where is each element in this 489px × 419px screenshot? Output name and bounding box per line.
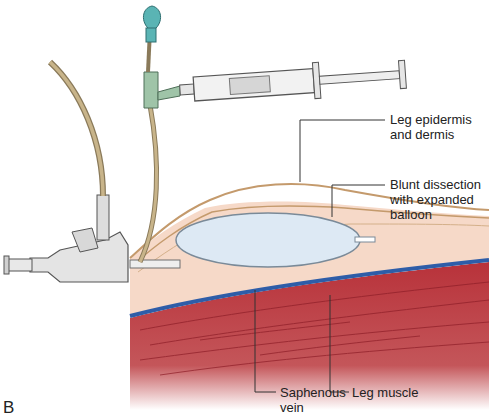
balloon-tip [355, 237, 375, 242]
inflation-tube [140, 105, 157, 262]
insufflation-tube [50, 62, 103, 196]
leader-line [300, 120, 385, 182]
cannula-cap [4, 256, 9, 274]
handle-grip [72, 228, 98, 252]
cannula-shaft [130, 260, 180, 268]
layer-label: Leg epidermis and dermis [390, 112, 486, 142]
y-connector [144, 72, 158, 108]
leader-line [255, 290, 276, 392]
saphenous-vein [130, 260, 489, 316]
leader-line [332, 185, 385, 217]
leader-lines [255, 120, 385, 392]
y-connector-arm [158, 86, 180, 100]
inflation-tube [140, 105, 157, 262]
expanded-balloon [176, 213, 360, 267]
insufflation-tube [50, 62, 103, 196]
bulb-neck [146, 28, 156, 42]
squeeze-bulb [143, 6, 160, 30]
port-connector [97, 195, 109, 240]
panel-letter: B [3, 398, 33, 418]
tissue-label: Leg muscle [352, 385, 452, 400]
syringe [179, 56, 407, 108]
leader-line [330, 295, 349, 392]
cannula-plunger [8, 259, 32, 271]
vessel-label: Saphenous vein [280, 385, 360, 415]
part-label: Blunt dissection with expanded balloon [390, 177, 482, 222]
subcutaneous-tissue [130, 202, 489, 318]
